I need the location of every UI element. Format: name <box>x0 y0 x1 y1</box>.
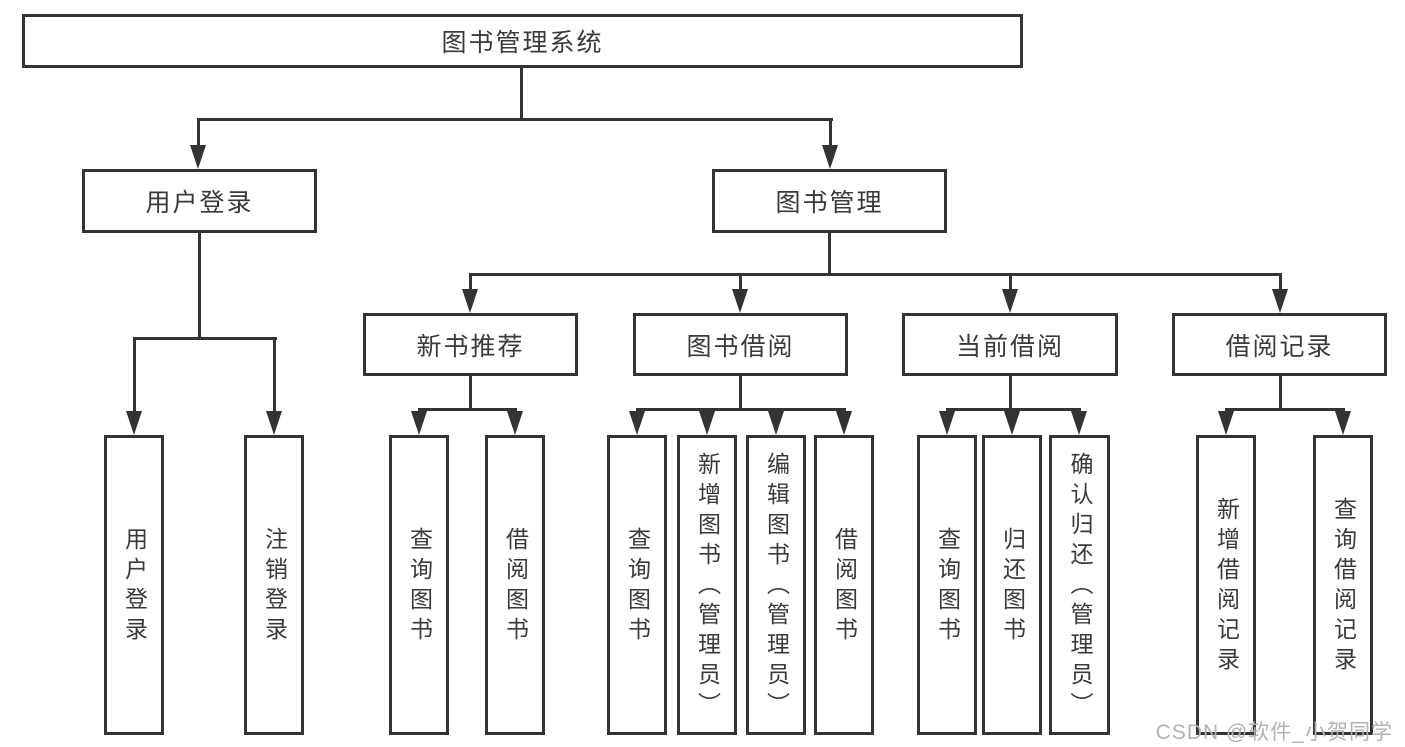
connector-root-stem <box>520 68 523 118</box>
node-label: 图书管理系统 <box>441 29 604 57</box>
leaf-add-book-admin: 新增图书（管理员） <box>677 435 737 735</box>
connector-g2-stem <box>739 376 742 408</box>
leaf-query-books-recommend: 查询图书 <box>389 435 449 735</box>
connector-login-hsplit <box>133 337 277 340</box>
arrow-down-icon <box>462 289 478 313</box>
connector-g3-hsplit <box>946 408 1081 411</box>
arrow-down-icon <box>629 411 645 435</box>
arrow-down-icon <box>1002 289 1018 313</box>
arrow-down-icon <box>126 411 142 435</box>
connector-g1-stem <box>469 376 472 408</box>
connector-root-left-stem <box>197 118 200 147</box>
leaf-label: 确认归还（管理员） <box>1067 452 1093 722</box>
node-label: 新书推荐 <box>416 332 525 361</box>
node-current-borrow: 当前借阅 <box>902 313 1118 376</box>
leaf-borrow-book: 借阅图书 <box>814 435 874 735</box>
node-user-login: 用户登录 <box>82 169 317 233</box>
arrow-down-icon <box>1335 411 1351 435</box>
arrow-down-icon <box>507 411 523 435</box>
connector-g2-hsplit <box>636 408 846 411</box>
node-library-system: 图书管理系统 <box>22 14 1023 68</box>
leaf-label: 借阅图书 <box>502 527 529 647</box>
connector-root-hsplit <box>197 118 833 121</box>
connector-login-right-stem <box>273 337 276 411</box>
leaf-label: 新增图书（管理员） <box>694 452 721 722</box>
node-new-book-recommend: 新书推荐 <box>363 313 578 376</box>
leaf-label: 查询借阅记录 <box>1330 497 1357 677</box>
connector-mgmt-stem-2 <box>739 273 742 289</box>
leaf-borrow-books-recommend: 借阅图书 <box>485 435 545 735</box>
leaf-add-borrow-record: 新增借阅记录 <box>1196 435 1256 735</box>
node-book-borrow: 图书借阅 <box>633 313 848 376</box>
leaf-confirm-return-admin: 确认归还（管理员） <box>1049 435 1110 735</box>
node-book-management: 图书管理 <box>712 169 947 233</box>
leaf-query-borrow-record: 查询借阅记录 <box>1313 435 1373 735</box>
arrow-down-icon <box>732 289 748 313</box>
leaf-label: 用户登录 <box>121 527 148 647</box>
connector-root-right-stem <box>829 118 832 147</box>
arrow-down-icon <box>411 411 427 435</box>
leaf-edit-book-admin: 编辑图书（管理员） <box>746 435 806 735</box>
leaf-label: 查询图书 <box>406 527 433 647</box>
leaf-label: 借阅图书 <box>831 527 858 647</box>
arrow-down-icon <box>190 145 206 169</box>
leaf-query-books-current: 查询图书 <box>917 435 977 735</box>
connector-mgmt-stem <box>828 233 831 273</box>
node-label: 借阅记录 <box>1225 332 1334 361</box>
arrow-down-icon <box>266 411 282 435</box>
arrow-down-icon <box>1071 411 1087 435</box>
connector-mgmt-stem-4 <box>1279 273 1282 289</box>
connector-mgmt-stem-3 <box>1009 273 1012 289</box>
connector-g4-hsplit <box>1225 408 1345 411</box>
connector-login-left-stem <box>133 337 136 411</box>
connector-mgmt-hsplit <box>469 273 1282 276</box>
leaf-label: 归还图书 <box>999 527 1026 647</box>
arrow-down-icon <box>822 145 838 169</box>
node-label: 用户登录 <box>145 189 254 217</box>
leaf-label: 查询图书 <box>624 527 651 647</box>
leaf-label: 查询图书 <box>934 527 961 647</box>
leaf-label: 编辑图书（管理员） <box>763 452 790 722</box>
node-label: 图书管理 <box>775 189 884 217</box>
connector-g3-stem <box>1009 376 1012 408</box>
leaf-query-books-borrow: 查询图书 <box>607 435 667 735</box>
arrow-down-icon <box>1004 411 1020 435</box>
leaf-user-login: 用户登录 <box>104 435 164 735</box>
leaf-label: 新增借阅记录 <box>1213 497 1240 677</box>
csdn-watermark: CSDN @软件_小贺同学 <box>1155 721 1393 744</box>
connector-g4-stem <box>1279 376 1282 408</box>
arrow-down-icon <box>1218 411 1234 435</box>
arrow-down-icon <box>836 411 852 435</box>
node-borrow-records: 借阅记录 <box>1172 313 1387 376</box>
leaf-logout: 注销登录 <box>244 435 304 735</box>
arrow-down-icon <box>699 411 715 435</box>
arrow-down-icon <box>939 411 955 435</box>
leaf-label: 注销登录 <box>261 527 288 647</box>
node-label: 图书借阅 <box>686 332 795 361</box>
node-label: 当前借阅 <box>955 332 1064 361</box>
connector-g1-hsplit <box>418 408 517 411</box>
leaf-return-book: 归还图书 <box>982 435 1042 735</box>
connector-login-stem <box>198 233 201 337</box>
arrow-down-icon <box>1272 289 1288 313</box>
connector-mgmt-stem-1 <box>469 273 472 289</box>
arrow-down-icon <box>768 411 784 435</box>
